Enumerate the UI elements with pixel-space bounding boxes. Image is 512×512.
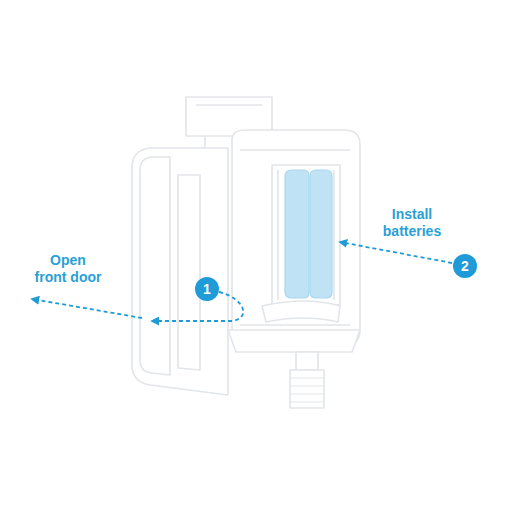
mount-edge (196, 104, 262, 106)
housing (232, 130, 360, 345)
base (228, 330, 360, 352)
callout-circle: 2 (453, 254, 477, 278)
door-panel (140, 157, 170, 375)
battery (310, 170, 332, 298)
front-door (132, 148, 228, 395)
valve-body (290, 370, 324, 408)
valve-thread (290, 378, 324, 402)
housing-rim (240, 150, 350, 325)
battery-arrow (340, 242, 452, 263)
callout-number: 2 (461, 259, 469, 273)
step-label: Open front door (33, 252, 103, 286)
step-label: Install batteries (376, 206, 448, 240)
door-arrow (32, 299, 142, 318)
callout-number: 1 (203, 282, 211, 296)
battery (285, 170, 309, 298)
battery-bay (272, 165, 340, 305)
valve-neck (296, 352, 318, 370)
callout-circle: 1 (195, 277, 219, 301)
chute (262, 301, 340, 322)
bay-rails (278, 170, 334, 300)
door-label-strip (178, 175, 200, 370)
